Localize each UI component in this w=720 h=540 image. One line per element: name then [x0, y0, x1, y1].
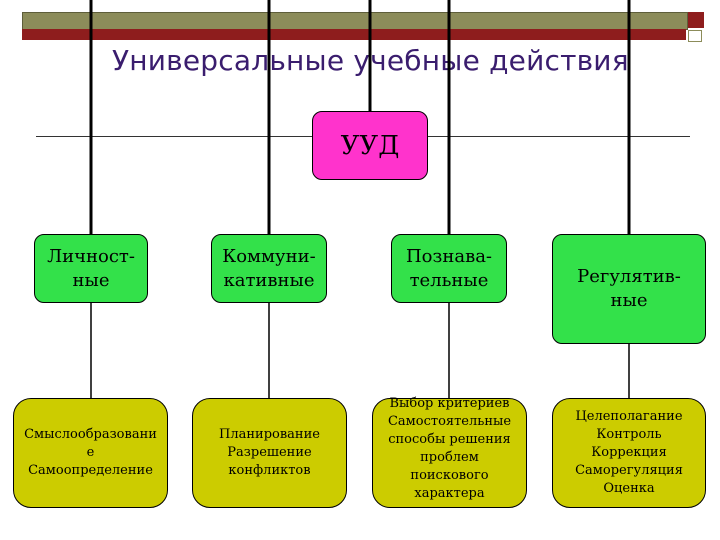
item-communicative: Планирование Разрешение конфликтов	[192, 398, 347, 508]
category-label: Познава- тельные	[405, 245, 493, 291]
item-personal: Смыслообразовани е Самоопределение	[13, 398, 168, 508]
root-label: УУД	[340, 130, 400, 161]
item-text: Смыслообразовани е Самоопределение	[24, 427, 157, 478]
category-label: Личност- ные	[47, 245, 135, 291]
category-regulative: Регулятив- ные	[552, 234, 706, 344]
item-text: Выбор критериев Самостоятельные способы …	[387, 396, 512, 501]
root-node: УУД	[312, 111, 428, 180]
item-text: Планирование Разрешение конфликтов	[219, 427, 320, 478]
category-cognitive: Познава- тельные	[391, 234, 507, 303]
item-text: Целеполагание Контроль Коррекция Саморег…	[575, 409, 683, 496]
category-label: Коммуни- кативные	[222, 245, 316, 291]
category-communicative: Коммуни- кативные	[211, 234, 327, 303]
category-personal: Личност- ные	[34, 234, 148, 303]
item-regulative: Целеполагание Контроль Коррекция Саморег…	[552, 398, 706, 508]
header-accent-bar	[22, 29, 686, 40]
header-square-outline	[688, 30, 702, 42]
header-square	[688, 12, 704, 28]
item-cognitive: Выбор критериев Самостоятельные способы …	[372, 396, 527, 508]
category-label: Регулятив- ные	[577, 266, 681, 311]
